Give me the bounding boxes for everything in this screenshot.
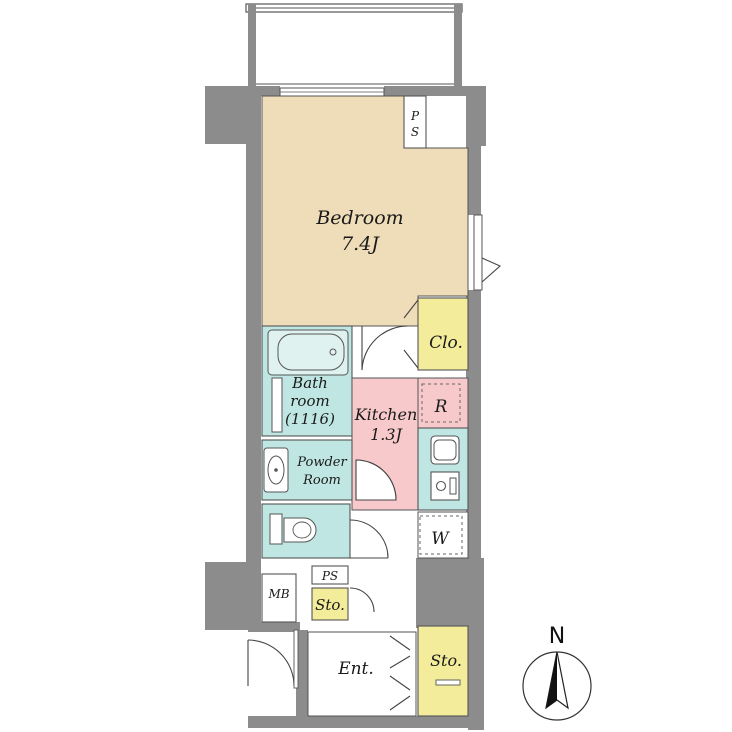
balcony bbox=[245, 3, 463, 86]
pipe-space-middle: PS bbox=[311, 565, 349, 585]
powder-label-2: Room bbox=[302, 473, 341, 488]
pipe-space-top: P S bbox=[403, 95, 427, 149]
storage-entry: Sto. bbox=[417, 625, 469, 717]
fridge-space: R bbox=[417, 377, 469, 429]
kitchen-size: 1.3J bbox=[370, 425, 403, 444]
entrance: Ent. bbox=[307, 631, 417, 717]
fridge-label: R bbox=[434, 397, 448, 417]
washer-label: W bbox=[431, 529, 450, 549]
storage-small: Sto. bbox=[311, 587, 375, 621]
entrance-label: Ent. bbox=[337, 659, 374, 679]
closet: Clo. bbox=[403, 297, 469, 371]
bedroom-size: 7.4J bbox=[341, 233, 380, 255]
bath-label-3: (1116) bbox=[285, 410, 335, 428]
bath-label-1: Bath bbox=[291, 374, 328, 392]
powder-room: Powder Room bbox=[261, 439, 353, 501]
toilet-room bbox=[261, 503, 389, 559]
closet-label: Clo. bbox=[429, 333, 463, 353]
kitchen-counter bbox=[417, 427, 469, 511]
entrance-door bbox=[247, 629, 299, 689]
side-window bbox=[473, 214, 502, 291]
compass-north-label: N bbox=[549, 624, 565, 649]
powder-label-1: Powder bbox=[296, 455, 347, 470]
balcony-window bbox=[279, 87, 385, 97]
north-compass: N bbox=[522, 624, 592, 721]
washer-space: W bbox=[417, 511, 469, 559]
bedroom-door bbox=[361, 325, 409, 371]
storage-small-label: Sto. bbox=[315, 596, 345, 614]
bedroom-label: Bedroom bbox=[315, 207, 403, 229]
kitchen-label: Kitchen bbox=[354, 405, 418, 424]
ps-mid-label: PS bbox=[321, 569, 338, 583]
bathroom: Bath room (1116) bbox=[261, 325, 353, 437]
storage-entry-label: Sto. bbox=[430, 651, 462, 670]
bath-label-2: room bbox=[290, 392, 329, 410]
exterior-walls bbox=[205, 86, 486, 730]
mb-label: MB bbox=[267, 587, 289, 601]
ps-top-label-2: S bbox=[411, 125, 419, 139]
meter-box: MB bbox=[261, 573, 297, 623]
ps-top-label-1: P bbox=[410, 109, 420, 123]
kitchen: Kitchen 1.3J bbox=[351, 377, 419, 511]
bedroom: Bedroom 7.4J bbox=[261, 95, 469, 327]
